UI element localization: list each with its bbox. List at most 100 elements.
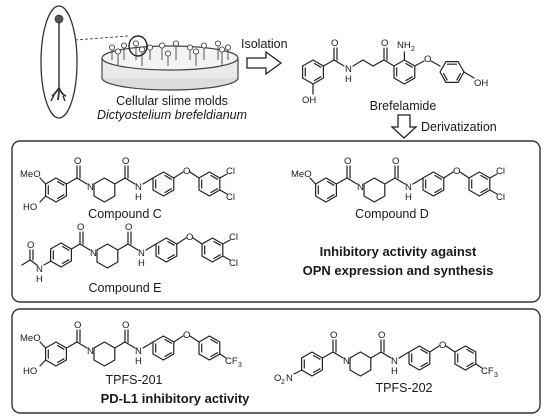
isolation-label: Isolation (241, 37, 288, 51)
panel-pdl1 (11, 308, 541, 414)
mold-spore-head (138, 46, 146, 53)
derivatization-label: Derivatization (421, 120, 497, 134)
compound-d-label: Compound D (355, 207, 429, 221)
svg-text:O: O (381, 38, 388, 49)
svg-text:Cl: Cl (496, 192, 505, 203)
mold-spore-head (120, 42, 128, 49)
svg-text:N: N (286, 373, 293, 384)
svg-text:N: N (138, 248, 145, 259)
compound-e-structure: O N H O N O N H O Cl Cl (21, 222, 238, 285)
svg-text:CF: CF (481, 366, 494, 377)
svg-text:N: N (345, 64, 352, 75)
svg-text:H: H (135, 192, 142, 203)
svg-text:O: O (77, 222, 84, 233)
svg-text:Cl: Cl (229, 258, 238, 269)
svg-text:O: O (439, 340, 446, 351)
svg-text:O: O (122, 156, 129, 167)
mold-spore-head (108, 44, 116, 51)
svg-text:MeO: MeO (291, 169, 312, 180)
svg-text:H: H (138, 258, 145, 269)
tpfs-202-label: TPFS-202 (376, 381, 433, 395)
svg-text:HO: HO (23, 366, 37, 377)
svg-text:H: H (36, 274, 43, 285)
slime-mold-illustration (40, 5, 78, 119)
svg-text:N: N (36, 264, 43, 275)
brefelamide-label: Brefelamide (370, 99, 437, 113)
svg-text:N: N (391, 356, 398, 367)
brefelamide-structure: OH O N H O NH 2 O OH (302, 38, 488, 106)
svg-text:H: H (391, 366, 398, 377)
svg-text:Cl: Cl (229, 232, 238, 243)
panel-opn (11, 140, 541, 303)
svg-text:2: 2 (411, 46, 415, 53)
derivatization-arrow (390, 114, 418, 139)
svg-text:O: O (378, 330, 385, 341)
mold-spore-head (132, 40, 140, 47)
mold-spore-head (224, 44, 232, 51)
species-label: Dictyostelium brefeldianum (97, 108, 247, 122)
zoom-connector (74, 35, 129, 41)
opn-activity-line1: Inhibitory activity against (320, 244, 477, 259)
mold-spore-head (218, 46, 226, 53)
tpfs-201-label: TPFS-201 (106, 373, 163, 387)
mold-spore-head (200, 42, 208, 49)
svg-text:O: O (125, 222, 132, 233)
mold-spore-head (192, 48, 200, 55)
mold-spore-head (164, 50, 172, 57)
svg-text:HO: HO (23, 202, 37, 213)
mold-spore-head (172, 40, 180, 47)
svg-text:N: N (357, 182, 364, 193)
svg-text:O: O (424, 54, 431, 65)
svg-text:N: N (135, 182, 142, 193)
svg-text:H: H (405, 192, 412, 203)
svg-text:N: N (405, 182, 412, 193)
mold-spore-head (146, 44, 154, 51)
svg-text:O: O (74, 320, 81, 331)
tpfs-201-structure: MeO HO O N O N H O CF 3 (20, 320, 242, 377)
svg-text:H: H (345, 74, 352, 85)
mold-spore-head (158, 42, 166, 49)
petri-dish-illustration (101, 35, 239, 91)
tpfs-202-structure: O 2 N O N O N H O CF 3 (274, 330, 498, 386)
svg-text:O: O (274, 373, 281, 384)
svg-text:O: O (331, 38, 338, 49)
svg-text:O: O (344, 156, 351, 167)
svg-text:CF: CF (225, 356, 238, 367)
svg-text:NH: NH (397, 40, 411, 51)
pdl1-activity-label: PD-L1 inhibitory activity (101, 391, 251, 406)
mold-spore-head (214, 40, 222, 47)
svg-text:O: O (183, 166, 190, 177)
svg-text:O: O (453, 166, 460, 177)
svg-text:O: O (186, 232, 193, 243)
compound-d-structure: MeO O N O N H O Cl Cl (291, 156, 505, 203)
mold-spore-head (114, 48, 122, 55)
svg-text:N: N (87, 346, 94, 357)
isolation-arrow (246, 50, 283, 76)
svg-text:MeO: MeO (20, 169, 41, 180)
svg-text:O: O (74, 156, 81, 167)
compound-e-label: Compound E (89, 281, 162, 295)
compound-c-label: Compound C (88, 207, 162, 221)
svg-text:N: N (90, 248, 97, 259)
svg-text:H: H (135, 356, 142, 367)
svg-text:N: N (343, 356, 350, 367)
organism-label: Cellular slime molds (116, 94, 228, 108)
svg-text:O: O (183, 330, 190, 341)
svg-text:2: 2 (281, 379, 285, 386)
compound-c-structure: MeO HO O N O N H O Cl Cl (20, 156, 235, 213)
svg-text:O: O (122, 320, 129, 331)
svg-text:O: O (392, 156, 399, 167)
svg-text:N: N (135, 346, 142, 357)
svg-text:3: 3 (238, 362, 242, 369)
mold-spore-head (186, 44, 194, 51)
svg-text:Cl: Cl (226, 192, 235, 203)
svg-text:3: 3 (494, 372, 498, 379)
svg-text:OH: OH (474, 78, 488, 89)
svg-text:N: N (87, 182, 94, 193)
svg-text:Cl: Cl (226, 166, 235, 177)
svg-text:MeO: MeO (20, 333, 41, 344)
svg-text:O: O (330, 330, 337, 341)
svg-text:Cl: Cl (496, 166, 505, 177)
opn-activity-line2: OPN expression and synthesis (303, 263, 494, 278)
